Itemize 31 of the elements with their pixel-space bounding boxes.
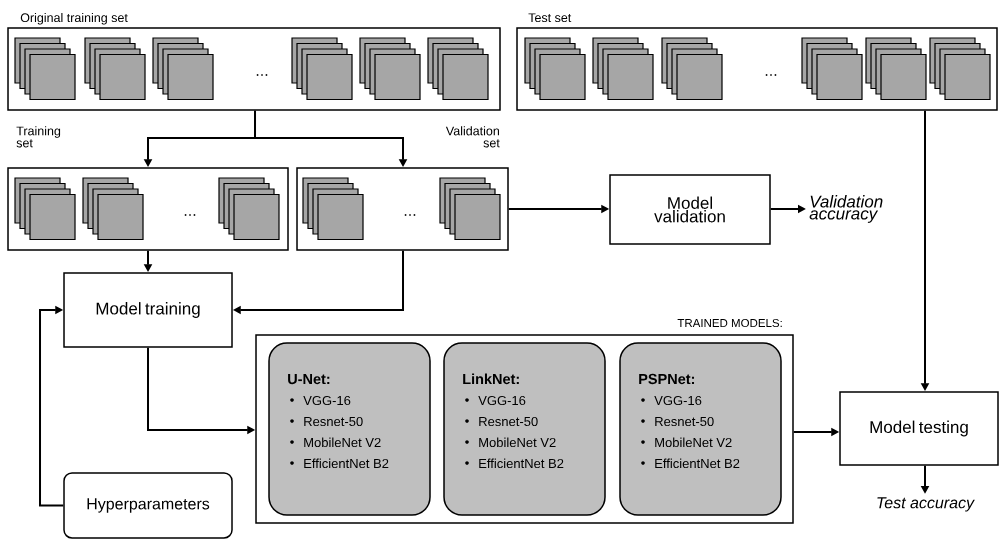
process-box: Model validation — [609, 174, 771, 245]
list-item: MobileNet V2 — [304, 437, 381, 448]
arrow — [39, 305, 65, 507]
list-item: EfficientNet B2 — [655, 458, 740, 469]
set-heading: Test set — [528, 13, 572, 23]
ellipsis: ... — [404, 214, 416, 216]
ellipsis: ... — [184, 214, 196, 216]
list-item: VGG-16 — [303, 395, 351, 406]
list-item: VGG-16 — [654, 395, 702, 406]
list-item: EfficientNet B2 — [479, 458, 564, 469]
card-heading: U-Net: — [288, 374, 330, 385]
card-heading: PSPNet: — [639, 373, 694, 385]
process-box: Model training — [63, 272, 233, 348]
list-item: MobileNet V2 — [479, 437, 556, 448]
ellipsis: ... — [765, 74, 777, 76]
set-heading: Original training set — [20, 12, 128, 25]
list-item: Resnet-50 — [479, 416, 538, 427]
result-text: Test accuracy — [877, 497, 975, 512]
group-heading: TRAINED MODELS: — [677, 318, 782, 328]
list-item: EfficientNet B2 — [304, 458, 389, 469]
process-box: Model testing — [839, 391, 999, 466]
input-box: Hyperparameters — [63, 472, 233, 539]
set-heading: Training set — [16, 126, 61, 148]
list-item: MobileNet V2 — [655, 437, 732, 448]
ellipsis: ... — [256, 74, 268, 76]
set-heading: Validation set — [445, 126, 500, 148]
list-item: VGG-16 — [478, 395, 526, 406]
card-heading: LinkNet: — [463, 373, 519, 385]
list-item: Resnet-50 — [655, 416, 714, 427]
list-item: Resnet-50 — [304, 416, 363, 427]
result-text: Validation accuracy — [809, 195, 883, 223]
